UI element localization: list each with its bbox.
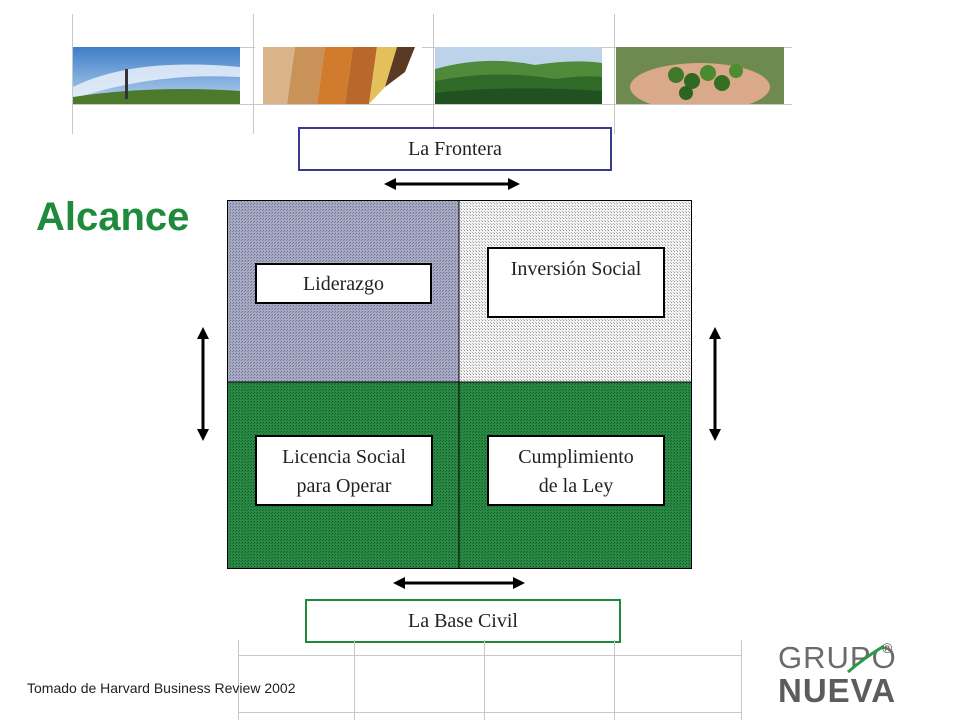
logo-line1: GRUPO [778, 640, 897, 675]
frontera-label-text: La Frontera [408, 138, 502, 160]
base-civil-label: La Base Civil [305, 599, 621, 643]
cumplimiento-line1: Cumplimiento [518, 446, 634, 468]
liderazgo-box: Liderazgo [255, 263, 432, 304]
divider-line [72, 47, 792, 48]
divider-line [741, 640, 742, 720]
divider-line [72, 14, 73, 134]
licencia-social-line1: Licencia Social [282, 446, 406, 468]
hands-fruit-photo [616, 47, 784, 104]
logo-registered-mark: ® [882, 640, 894, 656]
vertical-double-arrow-right [709, 327, 721, 441]
divider-line [253, 14, 254, 134]
source-credit: Tomado de Harvard Business Review 2002 [27, 680, 296, 696]
vertical-double-arrow-left [197, 327, 209, 441]
base-civil-label-text: La Base Civil [408, 610, 518, 632]
page-title: Alcance [36, 195, 190, 239]
divider-line [614, 14, 615, 134]
divider-line [614, 640, 615, 720]
inversion-social-box: Inversión Social [487, 247, 665, 318]
divider-line [433, 14, 434, 134]
inversion-social-text: Inversión Social [510, 258, 642, 280]
cumplimiento-box: Cumplimiento de la Ley [487, 435, 665, 506]
divider-line [238, 640, 239, 720]
licencia-social-line2: para Operar [296, 475, 392, 497]
cumplimiento-line2: de la Ley [538, 475, 614, 497]
horizontal-double-arrow [393, 577, 525, 589]
liderazgo-text: Liderazgo [302, 273, 385, 295]
frontera-label: La Frontera [298, 127, 612, 171]
divider-line [72, 104, 792, 105]
windmill-photo [73, 47, 240, 104]
divider-line [484, 640, 485, 720]
divider-line [238, 655, 741, 656]
logo-swoosh-icon [847, 644, 885, 674]
divider-line [238, 712, 741, 713]
licencia-social-box: Licencia Social para Operar [255, 435, 433, 506]
divider-line [354, 640, 355, 720]
horizontal-double-arrow [384, 178, 520, 190]
forest-hills-photo [435, 47, 602, 104]
wood-panels-photo [255, 47, 422, 104]
logo-line2: NUEVA [778, 672, 897, 709]
